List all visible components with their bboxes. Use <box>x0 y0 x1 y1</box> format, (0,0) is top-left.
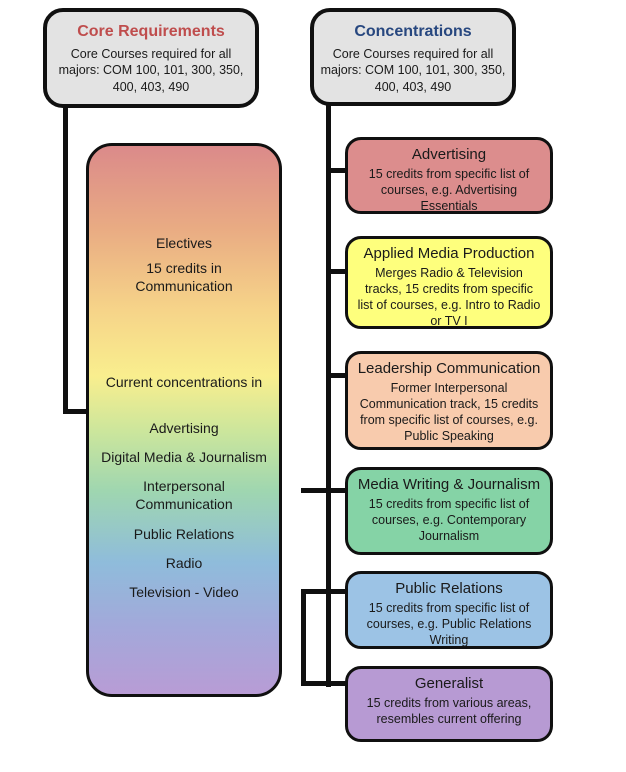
concentration-item-digital-media: Digital Media & Journalism <box>101 448 267 465</box>
core-requirements-body: Core Courses required for all majors: CO… <box>58 47 244 94</box>
connector-branch-advertising <box>326 168 348 173</box>
connector-concentrations-spine <box>326 104 331 687</box>
connector-core-vertical <box>63 106 68 414</box>
applied-media-production-box: Applied Media Production Merges Radio & … <box>345 236 553 329</box>
public-relations-body: 15 credits from specific list of courses… <box>366 601 532 647</box>
concentration-item-television: Television - Video <box>129 583 239 600</box>
core-requirements-box: Core Requirements Core Courses required … <box>43 8 259 108</box>
generalist-body: 15 credits from various areas, resembles… <box>366 696 532 726</box>
media-writing-journalism-box: Media Writing & Journalism 15 credits fr… <box>345 467 553 555</box>
media-writing-journalism-title: Media Writing & Journalism <box>357 476 541 493</box>
advertising-title: Advertising <box>411 146 487 163</box>
concentration-item-radio: Radio <box>165 554 203 571</box>
public-relations-box: Public Relations 15 credits from specifi… <box>345 571 553 649</box>
applied-media-production-title: Applied Media Production <box>363 245 535 262</box>
connector-branch-media-writing <box>301 488 348 493</box>
concentrations-box: Concentrations Core Courses required for… <box>310 8 516 106</box>
electives-rainbow-box: Electives 15 credits in Communication Cu… <box>86 143 282 697</box>
core-requirements-title: Core Requirements <box>77 23 225 40</box>
applied-media-production-body: Merges Radio & Television tracks, 15 cre… <box>357 266 541 328</box>
connector-generalist-vertical <box>301 589 306 686</box>
connector-core-horizontal <box>63 409 89 414</box>
concentration-item-advertising: Advertising <box>149 419 219 436</box>
concentration-item-public-relations: Public Relations <box>133 525 235 542</box>
leadership-communication-box: Leadership Communication Former Interper… <box>345 351 553 450</box>
current-concentrations-label: Current concentrations in <box>105 373 263 390</box>
electives-label: Electives <box>155 235 213 251</box>
generalist-box: Generalist 15 credits from various areas… <box>345 666 553 742</box>
advertising-box: Advertising 15 credits from specific lis… <box>345 137 553 214</box>
concentration-item-interpersonal: Interpersonal Communication <box>135 478 233 513</box>
connector-branch-leadership <box>326 373 348 378</box>
concentrations-title: Concentrations <box>354 23 472 40</box>
connector-branch-applied-media <box>326 269 348 274</box>
generalist-title: Generalist <box>414 675 484 692</box>
electives-credits-label: 15 credits in Communication <box>135 260 233 295</box>
leadership-communication-title: Leadership Communication <box>357 360 541 377</box>
connector-branch-generalist <box>301 681 348 686</box>
leadership-communication-body: Former Interpersonal Communication track… <box>359 381 539 443</box>
connector-branch-public-relations <box>301 589 348 594</box>
public-relations-title: Public Relations <box>395 580 503 597</box>
concentrations-body: Core Courses required for all majors: CO… <box>320 47 506 94</box>
advertising-body: 15 credits from specific list of courses… <box>368 167 530 213</box>
media-writing-journalism-body: 15 credits from specific list of courses… <box>368 497 530 543</box>
